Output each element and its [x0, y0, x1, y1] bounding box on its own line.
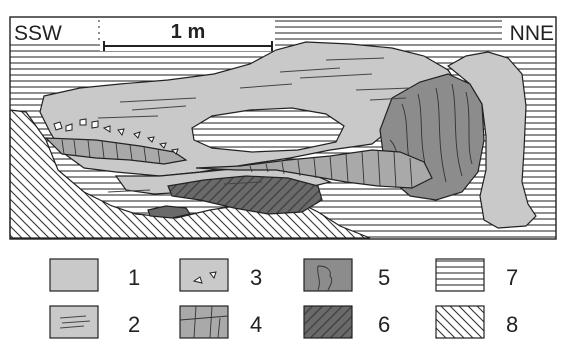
- legend-number-1: 1: [128, 265, 140, 290]
- legend-item-7: 7: [436, 259, 518, 291]
- legend-swatch-1: [50, 259, 98, 291]
- legend-swatch-6: [304, 306, 352, 338]
- legend: 1 2 3 4 5 6: [50, 259, 518, 338]
- legend-item-5: 5: [304, 259, 390, 291]
- legend-number-3: 3: [250, 265, 262, 290]
- legend-item-8: 8: [436, 306, 518, 338]
- legend-swatch-8: [436, 306, 484, 338]
- legend-item-2: 2: [50, 306, 140, 338]
- legend-swatch-3: [180, 259, 228, 291]
- legend-item-6: 6: [304, 306, 390, 338]
- legend-number-6: 6: [378, 312, 390, 337]
- legend-swatch-5: [304, 259, 352, 291]
- legend-item-3: 3: [180, 259, 262, 291]
- legend-swatch-4: [180, 306, 228, 338]
- legend-number-8: 8: [506, 312, 518, 337]
- nne-label: NNE: [510, 22, 554, 45]
- legend-number-2: 2: [128, 312, 140, 337]
- section-panel: [8, 17, 558, 239]
- legend-number-4: 4: [250, 312, 262, 337]
- legend-swatch-7: [436, 259, 484, 291]
- legend-number-5: 5: [378, 265, 390, 290]
- legend-number-7: 7: [506, 265, 518, 290]
- scale-label: 1 m: [171, 21, 205, 43]
- legend-item-1: 1: [50, 259, 140, 291]
- ssw-label: SSW: [14, 22, 62, 45]
- legend-item-4: 4: [180, 306, 262, 338]
